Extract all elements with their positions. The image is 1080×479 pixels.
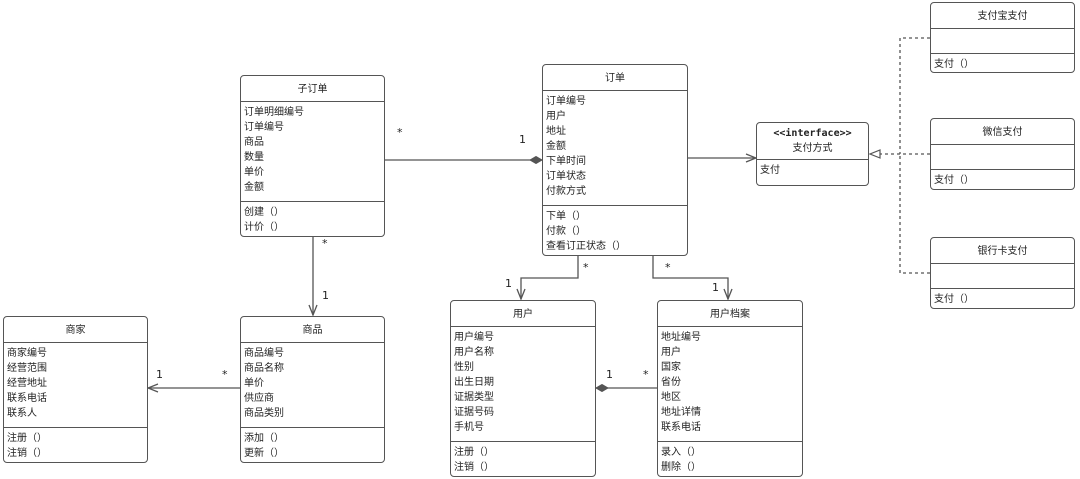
class-name: 订单 xyxy=(605,73,625,84)
method: 计价（） xyxy=(244,222,284,233)
multiplicity-label: * xyxy=(643,368,649,381)
attribute: 地址编号 xyxy=(661,332,701,343)
method: 下单（） xyxy=(546,211,586,222)
attribute: 联系电话 xyxy=(661,422,701,433)
class-merchant[interactable]: 商家 商家编号 经营范围 经营地址 联系电话 联系人 注册（） 注销（） xyxy=(3,316,148,463)
attribute: 地区 xyxy=(661,392,681,403)
method: 注册（） xyxy=(454,447,494,458)
method: 录入（） xyxy=(661,447,701,458)
method: 创建（） xyxy=(244,207,284,218)
attribute: 金额 xyxy=(546,141,566,152)
edge-bankcard-realize xyxy=(899,154,930,274)
method: 添加（） xyxy=(244,433,284,444)
method: 支付（） xyxy=(934,59,974,70)
class-wechat-pay[interactable]: 微信支付 支付（） xyxy=(930,118,1075,190)
multiplicity-label: 1 xyxy=(156,368,163,381)
interface-payment[interactable]: <<interface>> 支付方式 支付 xyxy=(756,122,869,186)
edge-order-user xyxy=(521,255,579,299)
attribute: 商品 xyxy=(244,137,264,148)
class-name: 支付方式 xyxy=(792,143,833,154)
attribute: 单价 xyxy=(244,378,264,389)
attribute: 订单编号 xyxy=(546,96,586,107)
method: 支付（） xyxy=(934,294,974,305)
class-name: 银行卡支付 xyxy=(977,246,1028,257)
stereotype-label: <<interface>> xyxy=(773,128,852,139)
multiplicity-label: 1 xyxy=(322,289,329,302)
class-order[interactable]: 订单 订单编号 用户 地址 金额 下单时间 订单状态 付款方式 下单（） 付款（… xyxy=(542,64,688,256)
attribute: 商家编号 xyxy=(7,348,47,359)
attribute: 省份 xyxy=(661,377,681,388)
attribute: 商品名称 xyxy=(244,363,284,374)
attribute: 付款方式 xyxy=(546,186,586,197)
attribute: 用户 xyxy=(546,111,566,122)
class-name: 商家 xyxy=(65,325,86,336)
multiplicity-label: * xyxy=(665,261,671,274)
method: 注册（） xyxy=(7,433,47,444)
attribute: 商品编号 xyxy=(244,348,284,359)
attribute: 联系电话 xyxy=(7,393,47,404)
class-name: 支付宝支付 xyxy=(977,11,1028,22)
attribute: 手机号 xyxy=(454,422,484,433)
method: 删除（） xyxy=(661,462,701,473)
attribute: 证据类型 xyxy=(454,392,494,403)
attribute: 商品类别 xyxy=(244,408,284,419)
class-name: 微信支付 xyxy=(982,127,1023,138)
multiplicity-label: 1 xyxy=(505,277,512,290)
class-user[interactable]: 用户 用户编号 用户名称 性别 出生日期 证据类型 证据号码 手机号 注册（） … xyxy=(450,300,596,477)
class-alipay[interactable]: 支付宝支付 支付（） xyxy=(930,2,1075,73)
attribute: 订单状态 xyxy=(546,171,586,182)
attribute: 供应商 xyxy=(244,393,274,404)
method: 更新（） xyxy=(244,448,284,459)
multiplicity-label: 1 xyxy=(712,281,719,294)
attribute: 经营范围 xyxy=(7,363,47,374)
method: 支付（） xyxy=(934,175,974,186)
attribute: 联系人 xyxy=(7,408,37,419)
attribute: 数量 xyxy=(244,152,264,163)
class-bankcard-pay[interactable]: 银行卡支付 支付（） xyxy=(930,237,1075,309)
class-sub-order[interactable]: 子订单 订单明细编号 订单编号 商品 数量 单价 金额 创建（） 计价（） xyxy=(240,75,385,237)
attribute: 地址 xyxy=(546,126,566,137)
class-name: 用户档案 xyxy=(710,309,750,320)
attribute: 金额 xyxy=(244,182,264,193)
class-user-profile[interactable]: 用户档案 地址编号 用户 国家 省份 地区 地址详情 联系电话 录入（） 删除（… xyxy=(657,300,803,477)
method: 注销（） xyxy=(454,462,494,473)
method: 查看订正状态（） xyxy=(546,241,626,252)
attribute: 单价 xyxy=(244,167,264,178)
multiplicity-label: * xyxy=(222,368,228,381)
multiplicity-label: * xyxy=(583,261,589,274)
attribute: 下单时间 xyxy=(546,156,586,167)
class-name: 子订单 xyxy=(297,84,328,95)
multiplicity-label: 1 xyxy=(519,133,526,146)
attribute: 用户编号 xyxy=(454,332,494,343)
attribute: 证据号码 xyxy=(454,407,494,418)
method: 注销（） xyxy=(7,448,47,459)
attribute: 国家 xyxy=(661,362,681,373)
edge-order-profile xyxy=(652,255,728,299)
attribute: 订单明细编号 xyxy=(244,107,304,118)
attribute: 地址详情 xyxy=(661,407,701,418)
attribute: 用户 xyxy=(661,347,681,358)
multiplicity-label: * xyxy=(322,237,328,250)
attribute: 订单编号 xyxy=(244,122,284,133)
class-product[interactable]: 商品 商品编号 商品名称 单价 供应商 商品类别 添加（） 更新（） xyxy=(240,316,385,463)
edge-alipay-realize xyxy=(899,37,930,154)
attribute: 出生日期 xyxy=(454,377,494,388)
method: 支付 xyxy=(760,165,780,176)
attribute: 用户名称 xyxy=(454,347,494,358)
attribute: 经营地址 xyxy=(7,378,47,389)
attribute: 性别 xyxy=(454,362,474,373)
class-name: 商品 xyxy=(302,325,323,336)
multiplicity-label: 1 xyxy=(606,368,613,381)
method: 付款（） xyxy=(546,226,586,237)
multiplicity-label: * xyxy=(397,126,403,139)
class-name: 用户 xyxy=(513,309,533,320)
